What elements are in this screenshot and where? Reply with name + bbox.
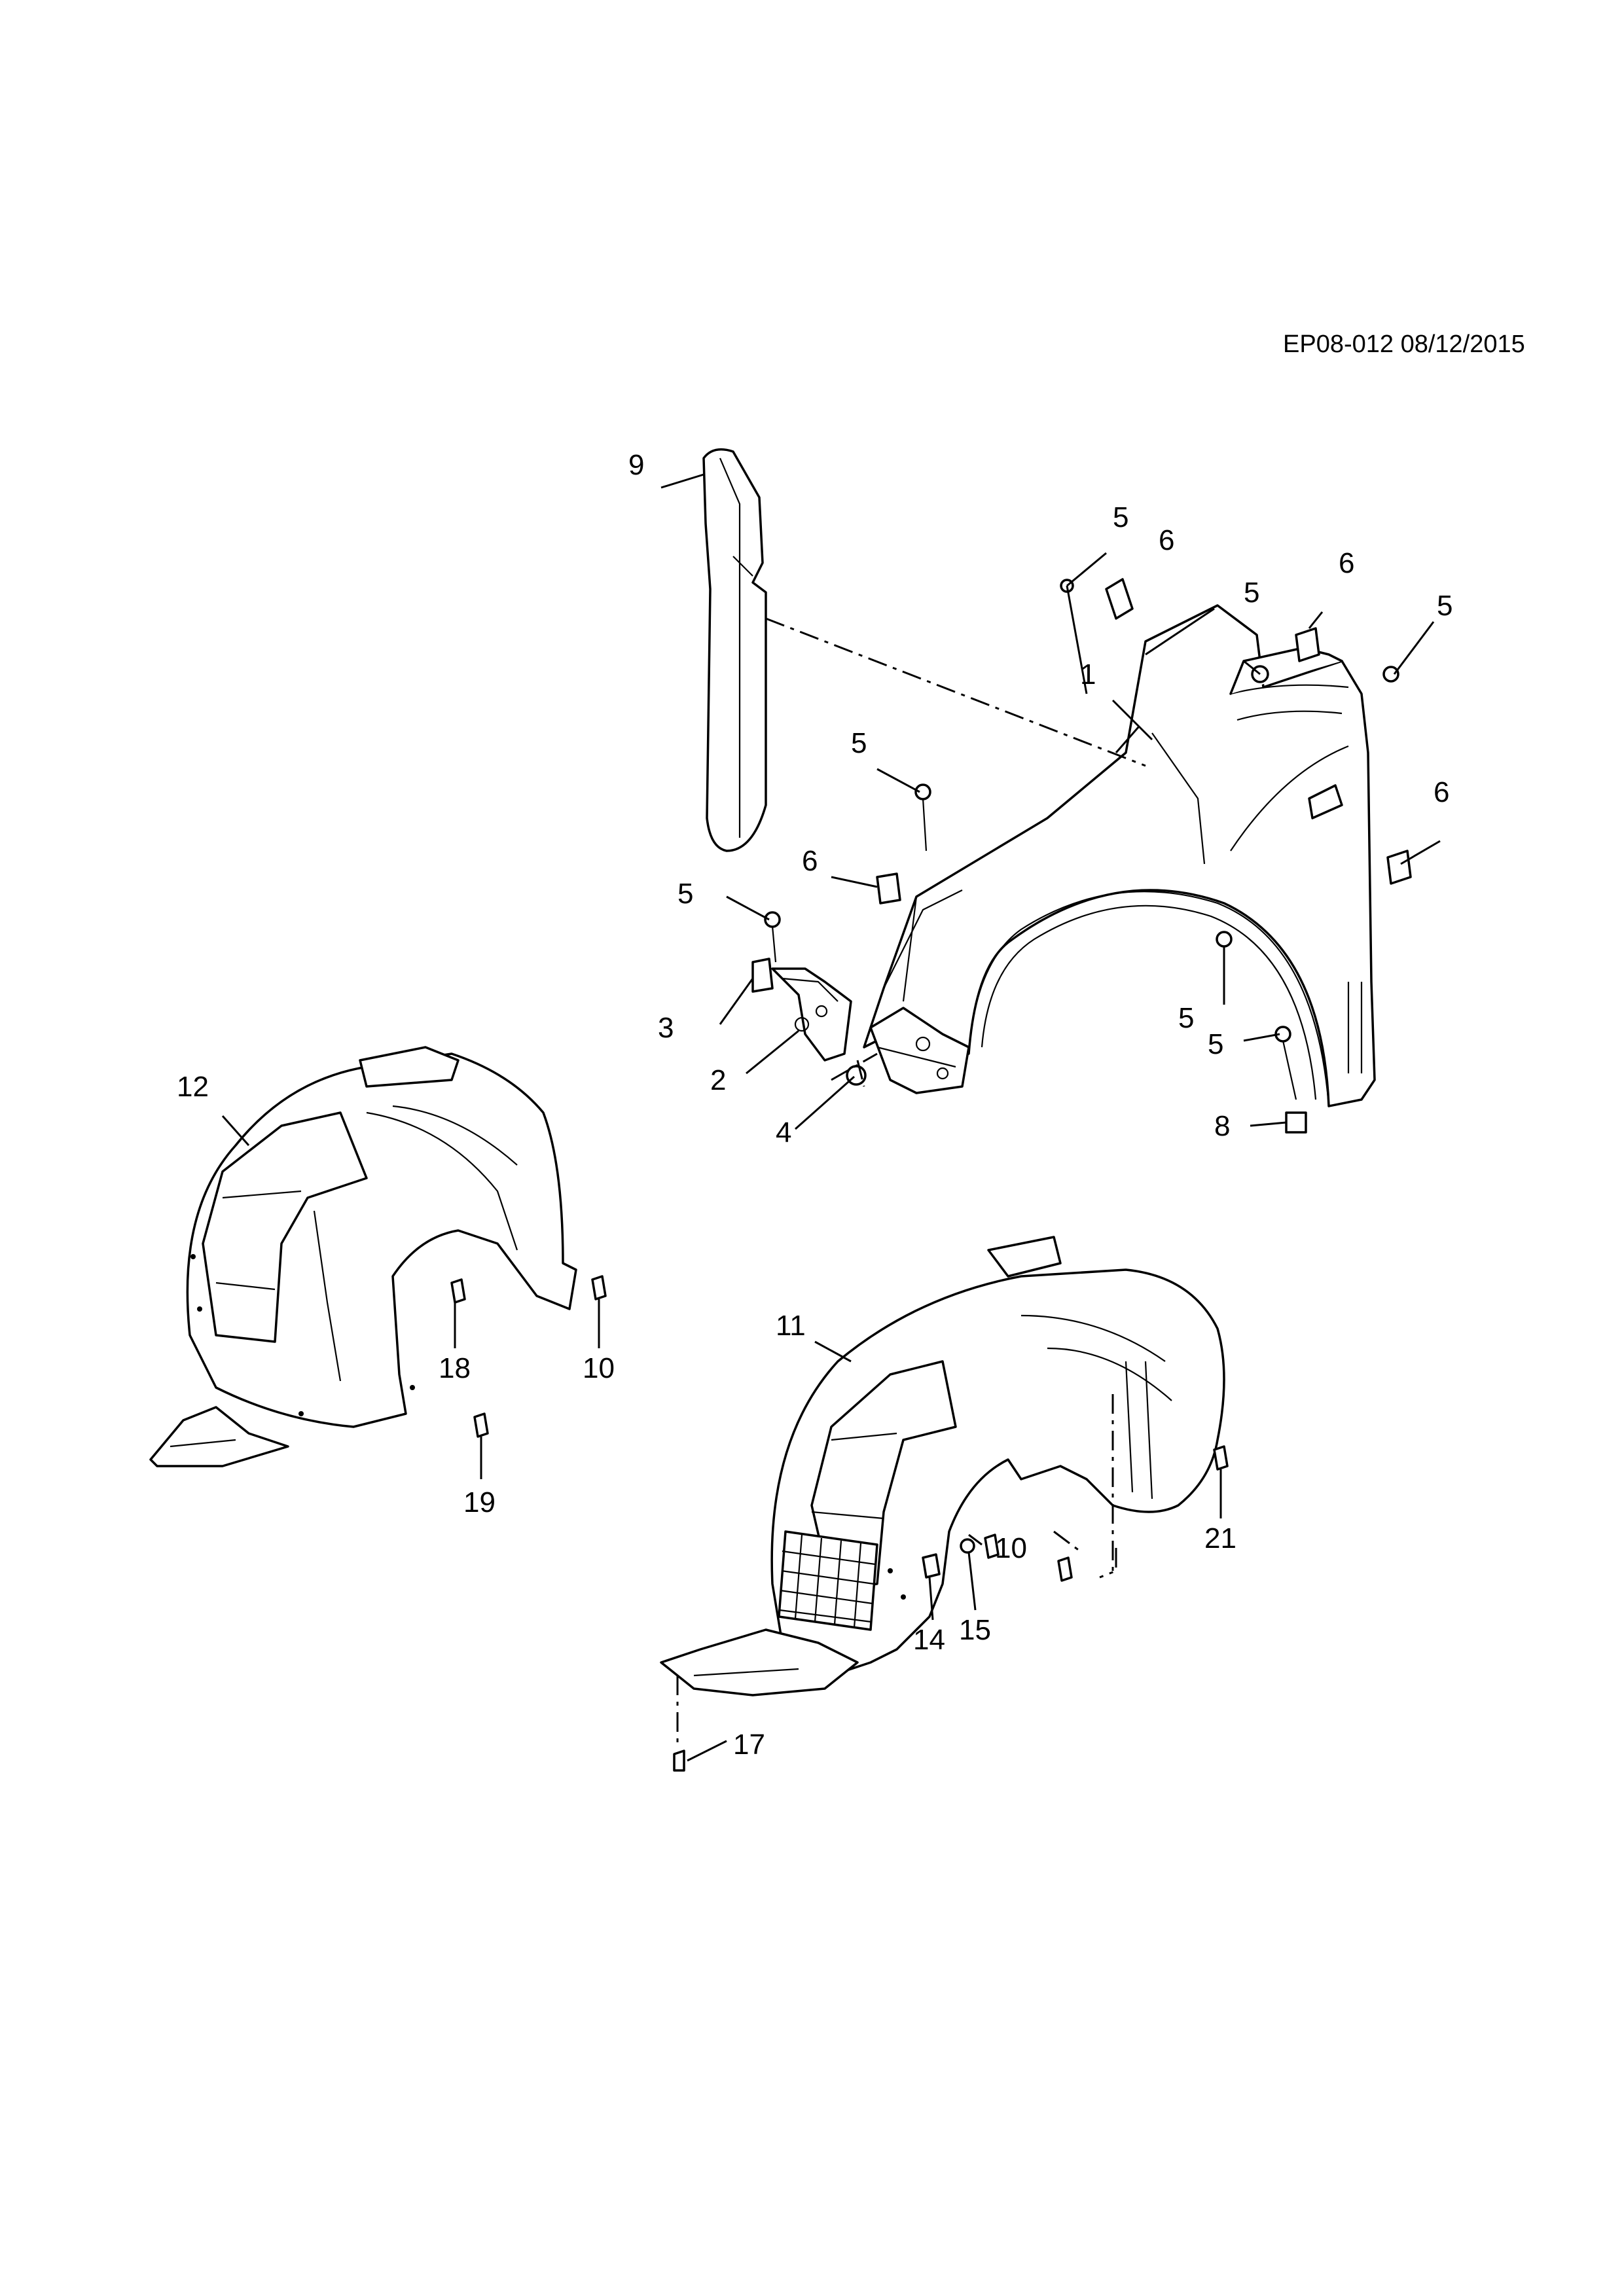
wheelhouse-liner-11-part bbox=[660, 1236, 1225, 1696]
phantom-lines bbox=[676, 617, 1146, 1748]
fastener-parts-upper bbox=[764, 578, 1412, 1134]
callout-labels: 9 5 6 6 5 5 1 5 6 6 5 3 2 4 5 5 8 12 18 … bbox=[177, 449, 1453, 1761]
callout-9-seal: 9 bbox=[628, 449, 644, 481]
callout-2-bracket: 2 bbox=[710, 1064, 726, 1096]
wheelhouse-liner-12-part bbox=[149, 1046, 577, 1467]
callout-3-bracket: 3 bbox=[658, 1012, 674, 1044]
callout-5: 5 bbox=[1178, 1002, 1194, 1034]
callout-5: 5 bbox=[851, 727, 867, 759]
callout-1-fender: 1 bbox=[1080, 658, 1096, 691]
callout-10: 10 bbox=[995, 1532, 1027, 1564]
callout-6: 6 bbox=[1339, 547, 1354, 579]
callout-21: 21 bbox=[1204, 1522, 1236, 1554]
leader-lines bbox=[221, 473, 1441, 1762]
callout-6: 6 bbox=[1159, 524, 1174, 556]
callout-5: 5 bbox=[1244, 577, 1259, 609]
callout-5: 5 bbox=[1437, 590, 1453, 622]
callout-17: 17 bbox=[733, 1729, 765, 1761]
callout-12-liner: 12 bbox=[177, 1071, 209, 1103]
callout-10: 10 bbox=[583, 1352, 615, 1384]
callout-6: 6 bbox=[1434, 776, 1449, 808]
document-reference: EP08-012 08/12/2015 bbox=[1283, 331, 1525, 358]
callout-8: 8 bbox=[1214, 1110, 1230, 1142]
front-fender-part bbox=[863, 604, 1376, 1107]
callout-15: 15 bbox=[959, 1614, 991, 1646]
callout-19: 19 bbox=[463, 1486, 496, 1518]
callout-14: 14 bbox=[913, 1624, 945, 1656]
callout-5: 5 bbox=[677, 878, 693, 910]
callout-18: 18 bbox=[439, 1352, 471, 1384]
fastener-parts-liner-11 bbox=[673, 1445, 1229, 1772]
callout-11-liner: 11 bbox=[776, 1310, 806, 1342]
bracket-parts bbox=[751, 958, 970, 1094]
callout-4: 4 bbox=[776, 1117, 791, 1149]
fastener-parts-liner-12 bbox=[450, 1275, 607, 1438]
fender-seal-part bbox=[702, 448, 767, 852]
callout-5: 5 bbox=[1208, 1028, 1223, 1060]
grille-mesh bbox=[778, 1530, 878, 1631]
callout-6: 6 bbox=[802, 845, 818, 877]
callout-5: 5 bbox=[1113, 501, 1128, 533]
